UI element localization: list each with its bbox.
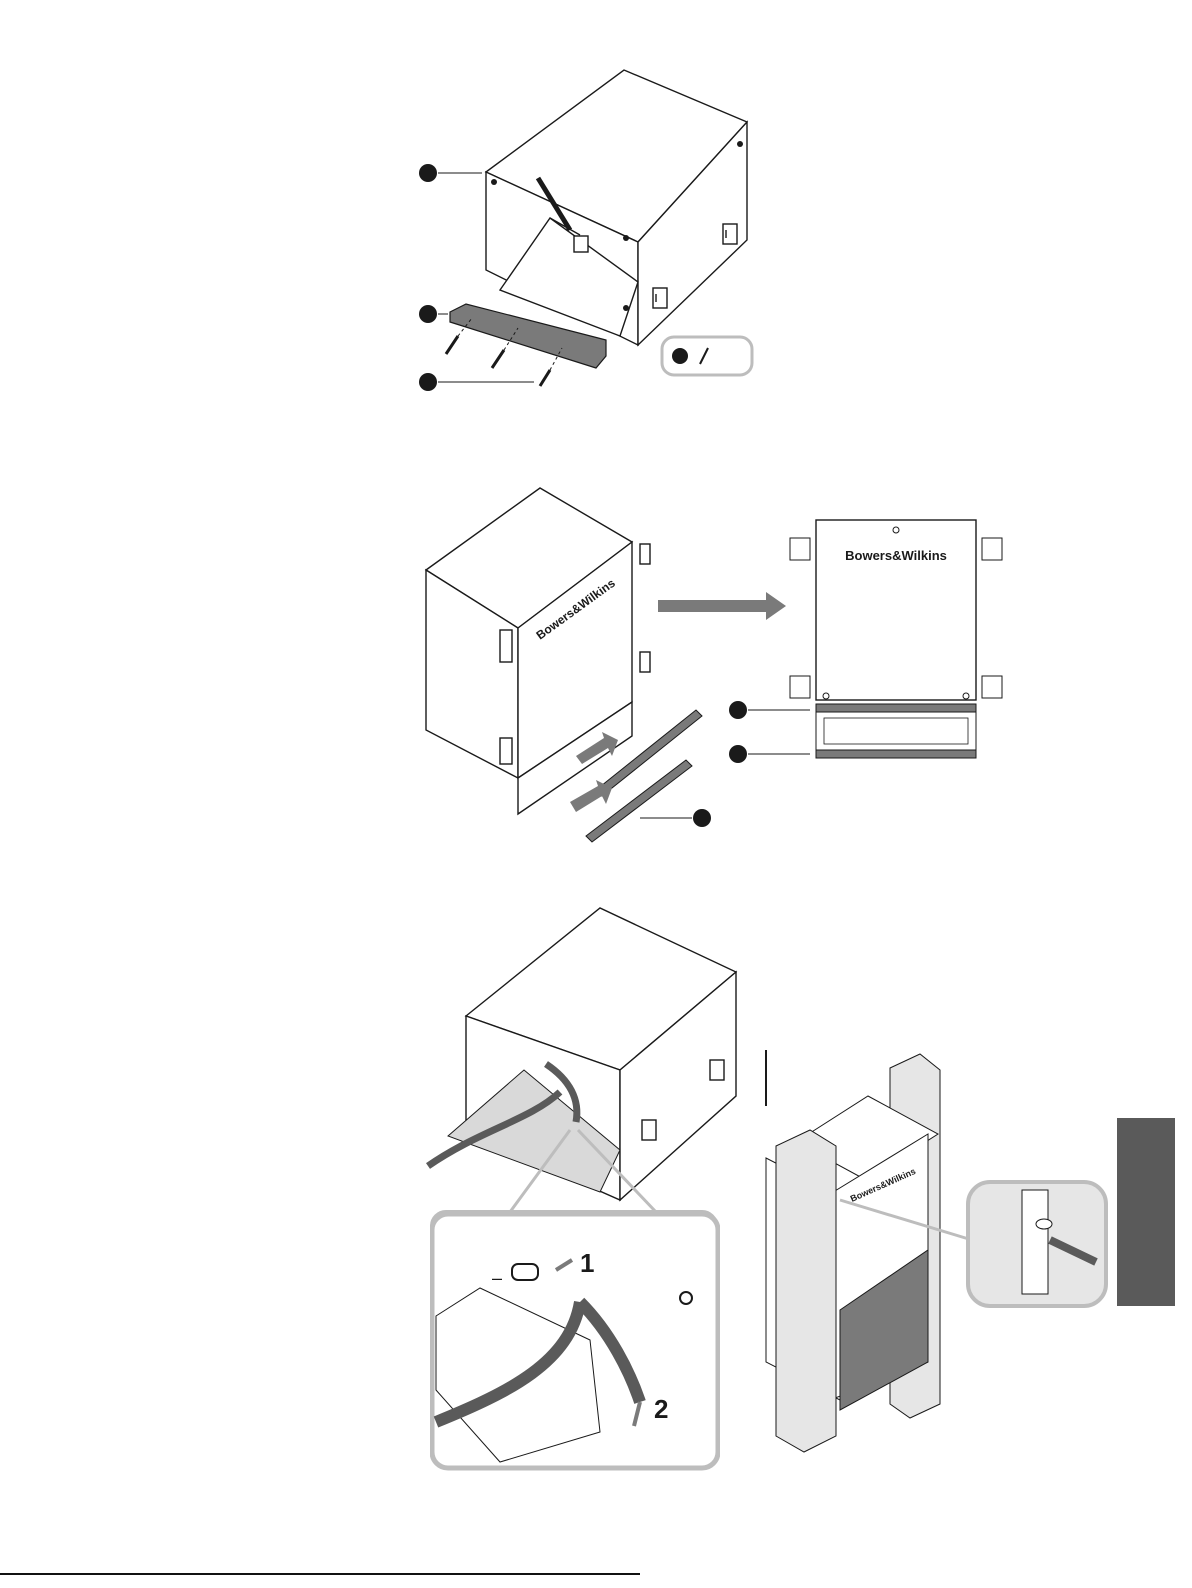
step-1-label: 1 [580,1248,594,1278]
figure-clamp-detail: – 1 2 [430,1212,720,1472]
step-2-label: 2 [654,1394,668,1424]
cabinet-logo-front: Bowers&Wilkins [845,548,947,563]
section-tab [1117,1118,1175,1306]
polarity-label: – [492,1268,502,1288]
figure-cabinet-cover-screws [410,60,770,400]
footer-rule [0,1573,640,1575]
figure-cabinet-rails: Bowers&Wilkins Bowers&Wilkins [420,480,1020,850]
figure-wall-mounted: Bowers&Wilkins [760,1050,1140,1470]
